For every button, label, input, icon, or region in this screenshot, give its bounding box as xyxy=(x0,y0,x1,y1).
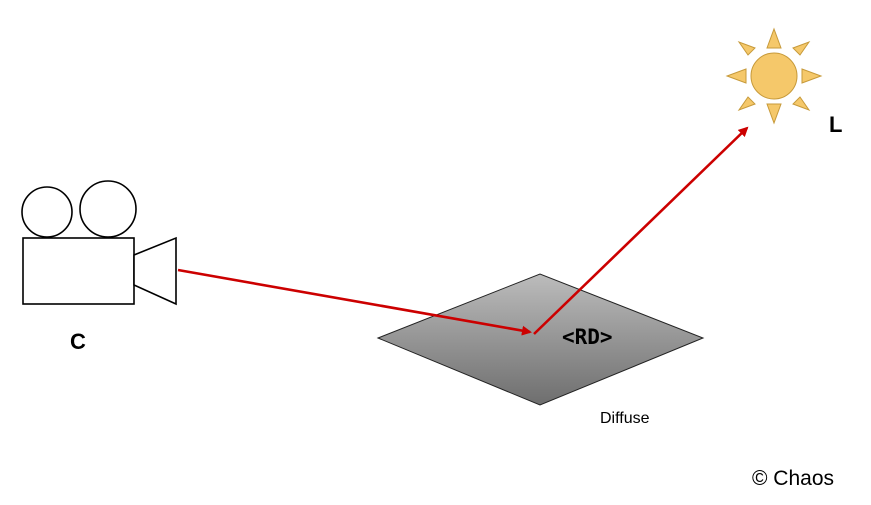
sun-icon xyxy=(725,27,823,125)
movie-camera-icon xyxy=(21,180,177,306)
light-label: L xyxy=(829,112,843,137)
camera-ray xyxy=(177,268,532,336)
camera-label: C xyxy=(70,329,86,354)
diffuse-surface xyxy=(376,273,705,406)
surface-label: <RD> xyxy=(562,325,613,349)
surface-type-label: Diffuse xyxy=(600,410,650,427)
copyright-label: © Chaos xyxy=(752,467,835,490)
light-ray xyxy=(533,126,749,335)
